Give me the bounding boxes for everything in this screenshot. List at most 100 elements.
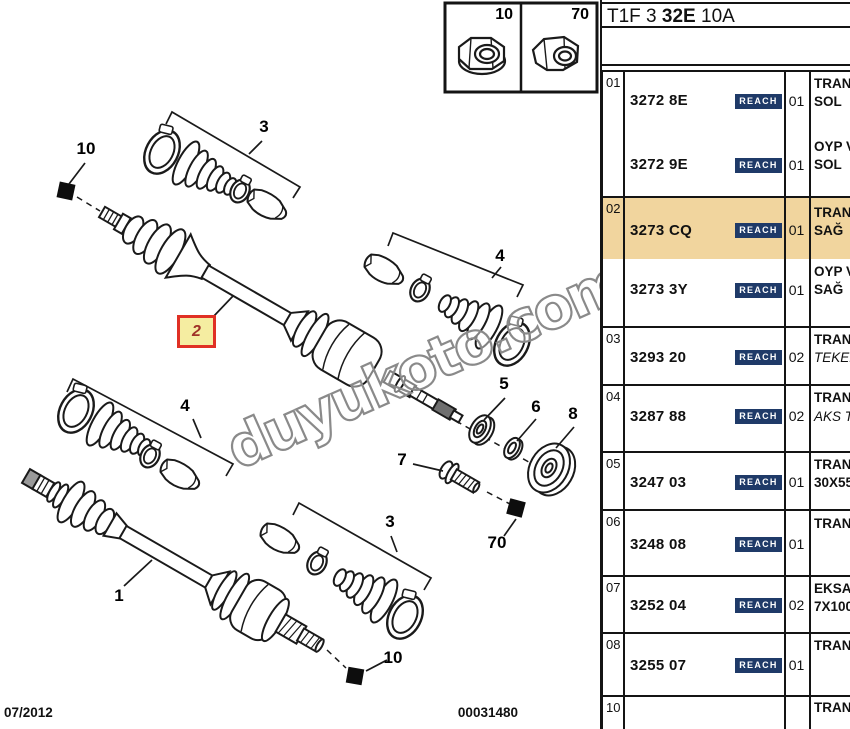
part-number: 3255 07 [630,657,687,674]
row-number: 04 [606,389,621,404]
row-number: 01 [606,75,621,90]
parts-table-panel: T1F 3 32E 10A 01 TRANS SOL 3272 8E REACH… [600,0,850,729]
lower-driveshaft-drawing [20,467,325,653]
quantity: 01 [788,157,805,173]
table-row[interactable]: 05 TRANS 30X55 3247 03 REACH 01 [603,451,850,509]
callout-8: 8 [568,404,578,423]
callout-10-upper: 10 [76,139,96,158]
part-number: 3247 03 [630,474,687,491]
part-number: 3272 8E [630,92,688,109]
description-line1: TRANS [814,76,850,91]
callout-6: 6 [531,397,541,416]
parts-diagram: duyukoto.com [20,1,600,686]
description-line2: SOL [814,157,842,172]
callout-2-label: 2 [192,323,201,340]
table-row[interactable]: 03 TRANS TEKER 3293 20 REACH 02 [603,326,850,384]
description-line1: TRANS [814,390,850,405]
row-number: 03 [606,331,621,346]
reach-badge[interactable]: REACH [735,537,782,552]
description-line1: TRANS [814,205,850,220]
quantity: 01 [788,93,805,109]
row-number: 02 [606,201,621,216]
inset-label-10: 10 [495,6,513,23]
damper-8-drawing [527,442,577,497]
inset-label-70: 70 [571,6,589,23]
description-line2: 7X100 [814,599,850,614]
description-line2: 30X55 [814,475,850,490]
washer-5-drawing [468,414,496,446]
row-number: 10 [606,700,621,715]
quantity: 01 [788,222,805,238]
quantity: 01 [788,474,805,490]
callout-2-highlight-box: 2 [177,315,216,348]
part-number: 3248 08 [630,536,687,553]
code-part1: T1F 3 [607,6,662,27]
callout-7: 7 [397,450,407,469]
description-line1: EKSAN [814,581,850,596]
part-number: 3273 CQ [630,222,693,239]
table-row[interactable]: 07 EKSAN 7X100 3252 04 REACH 02 [603,575,850,632]
table-row[interactable]: 01 TRANS SOL 3272 8E REACH 01 OYP V SOL … [603,70,850,196]
callout-5: 5 [499,374,509,393]
table-row-selected[interactable]: 02 TRANS SAĞ 3273 CQ REACH 01 OYP V SAĞ … [603,196,850,326]
callout-1: 1 [114,586,124,605]
footer-doc-number: 00031480 [457,705,518,720]
quantity: 02 [788,349,805,365]
callout-3-lower: 3 [385,512,395,531]
quantity: 01 [788,657,805,673]
callout-lines [66,110,575,672]
description-line1: TRANS [814,516,850,531]
code-bold: 32E [661,6,696,27]
quantity: 02 [788,408,805,424]
description-line1: TRANS [814,638,850,653]
reach-badge[interactable]: REACH [735,598,782,613]
reach-badge[interactable]: REACH [735,658,782,673]
table-row[interactable]: 04 TRANS AKS T 3287 88 REACH 02 [603,384,850,451]
callout-4-lower: 4 [180,396,190,415]
nut-70-drawing [531,35,580,72]
part-number: 3273 3Y [630,281,688,298]
description-line1: TRANS [814,700,850,715]
row-highlight [603,198,850,259]
reach-badge[interactable]: REACH [735,283,782,298]
description-line1: OYP V [814,264,850,279]
part-number: 3252 04 [630,597,687,614]
table-row[interactable]: 10 TRANS [603,695,850,729]
description-line2: AKS T [814,409,850,424]
parts-table: 01 TRANS SOL 3272 8E REACH 01 OYP V SOL … [602,70,850,729]
reach-badge[interactable]: REACH [735,158,782,173]
ring-6-drawing [503,436,524,461]
reach-badge[interactable]: REACH [735,409,782,424]
row-number: 07 [606,580,621,595]
reach-badge[interactable]: REACH [735,350,782,365]
part-number: 3287 88 [630,408,687,425]
page-code-header: T1F 3 32E 10A [602,2,850,28]
part-number: 3272 9E [630,156,688,173]
row-number: 08 [606,637,621,652]
table-row[interactable]: 08 TRANS 3255 07 REACH 01 [603,632,850,695]
table-row[interactable]: 06 TRANS 3248 08 REACH 01 [603,509,850,575]
inset-box [443,1,599,94]
upper-driveshaft-drawing [97,205,464,424]
footer-date: 07/2012 [4,705,53,720]
nut-10-drawing [457,36,507,76]
callout-10-lower: 10 [383,648,403,667]
code-part3: 10A [695,6,735,27]
row-number: 06 [606,514,621,529]
callout-4-upper: 4 [495,246,505,265]
reach-badge[interactable]: REACH [735,223,782,238]
nut-markers [56,181,526,686]
description-line1: TRANS [814,457,850,472]
description-line2: SAĞ [814,223,844,238]
row-number: 05 [606,456,621,471]
bolt-7-drawing [438,460,481,495]
quantity: 02 [788,597,805,613]
quantity: 01 [788,282,805,298]
callout-70-middle: 70 [487,533,507,552]
description-line2: SOL [814,94,842,109]
description-line2: SAĞ [814,282,844,297]
reach-badge[interactable]: REACH [735,94,782,109]
description-line1: OYP V [814,139,850,154]
reach-badge[interactable]: REACH [735,475,782,490]
